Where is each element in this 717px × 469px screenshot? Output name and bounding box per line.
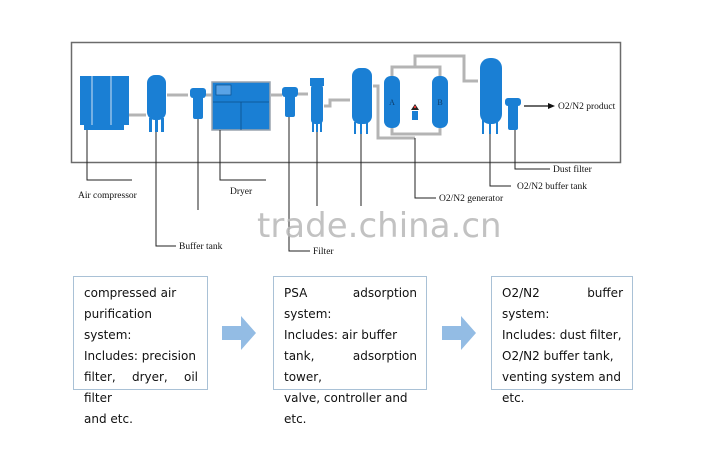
stage-line: purification system: — [84, 307, 152, 342]
tower-b-label: B — [437, 98, 442, 107]
flow-arrow-2-icon — [442, 316, 476, 350]
pipes — [128, 54, 478, 140]
generator-label: O2/N2 generator — [439, 194, 504, 204]
stage-line: etc. — [284, 412, 307, 426]
air-compressor-label: Air compressor — [78, 191, 138, 201]
product-buffer-tank-label: O2/N2 buffer tank — [517, 181, 587, 192]
tower-a-label: A — [389, 98, 395, 107]
product-arrow-icon — [524, 103, 555, 109]
dust-filter-icon — [505, 98, 521, 130]
air-buffer-tank-icon — [352, 68, 372, 134]
product-label: O2/N2 product — [558, 102, 616, 112]
stage-line: compressed air — [84, 286, 177, 300]
stage-box-air-purification: compressed air purification system: Incl… — [73, 276, 208, 426]
stage-box-psa-adsorption: PSA adsorption system: Includes: air buf… — [273, 276, 427, 426]
stage-line: valve, controller and — [284, 391, 408, 405]
stage-line: filter, dryer, oil filter — [84, 370, 198, 405]
stage-line: Includes: air buffer — [284, 328, 398, 342]
product-buffer-tank-icon — [480, 58, 502, 134]
oil-filter-icon — [310, 78, 324, 132]
stage-line: Includes: dust filter, — [502, 328, 622, 342]
leader-lines — [86, 117, 550, 252]
dryer-icon — [211, 81, 271, 131]
buffer-tank-label: Buffer tank — [179, 241, 223, 252]
stage-line: venting system and — [502, 370, 621, 384]
precision-filter-icon — [190, 88, 206, 119]
buffer-tank-icon — [147, 75, 166, 132]
stage-line: etc. — [502, 391, 525, 405]
filter-label: Filter — [313, 247, 334, 257]
filter-icon — [282, 87, 298, 117]
adsorption-tower-b-icon: B — [432, 76, 448, 128]
stage-line: Includes: precision — [84, 349, 196, 363]
flow-arrow-1-icon — [222, 316, 256, 350]
stage-box-buffer-system: O2/N2 buffer system: Includes: dust filt… — [491, 276, 633, 405]
watermark: trade.china.cn — [257, 206, 502, 246]
dryer-label: Dryer — [230, 187, 253, 197]
dust-filter-label: Dust filter — [553, 164, 593, 175]
controller-icon — [411, 104, 419, 120]
adsorption-tower-a-icon: A — [384, 76, 400, 128]
stage-line: tank, adsorption tower, — [284, 349, 417, 384]
stage-line: and etc. — [84, 412, 133, 426]
stage-line: PSA adsorption system: — [284, 286, 417, 321]
stage-line: O2/N2 buffer tank, — [502, 349, 614, 363]
stage-line: O2/N2 buffer system: — [502, 286, 623, 321]
air-compressor-icon — [80, 76, 129, 130]
